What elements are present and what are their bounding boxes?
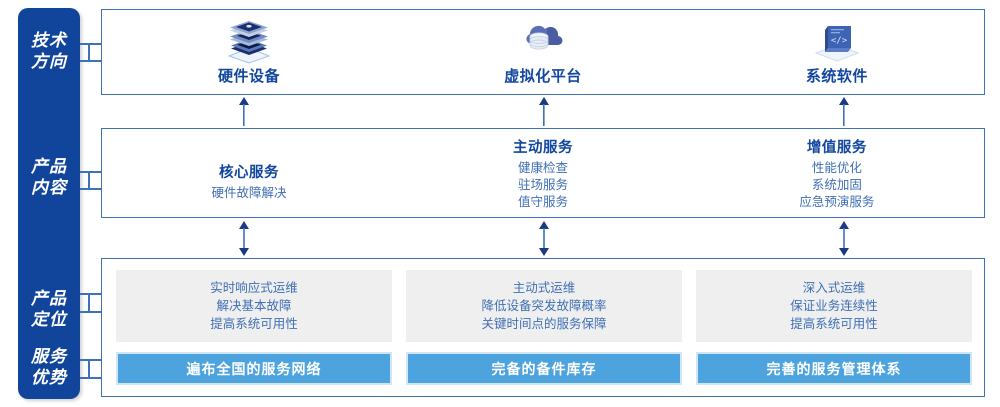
sidebar-label-line2: 方向 (31, 52, 67, 71)
sidebar-label-line2: 优势 (31, 368, 67, 387)
connector-vertical-content (88, 171, 90, 189)
sidebar-label-product-content: 产品 内容 (18, 156, 80, 198)
server-stack-icon (223, 18, 275, 64)
positioning-card-line: 提高系统可用性 (210, 317, 298, 331)
content-item-core-service[interactable]: 核心服务 硬件故障解决 (102, 129, 396, 225)
positioning-advantage-panel: 实时响应式运维 解决基本故障 提高系统可用性 主动式运维 降低设备突发故障概率 … (101, 258, 985, 397)
cloud-database-icon (517, 18, 569, 64)
sidebar-label-tech-direction: 技术 方向 (18, 30, 80, 72)
product-content-panel: 核心服务 硬件故障解决 主动服务 健康检查 驻场服务 值守服务 增值服务 性能优… (101, 128, 985, 218)
positioning-card-line: 实时响应式运维 (210, 281, 298, 295)
positioning-card-line: 提高系统可用性 (790, 317, 878, 331)
tech-item-label: 系统软件 (805, 68, 868, 85)
sidebar-label-line1: 技术 (31, 31, 67, 50)
advantage-bar-service-network[interactable]: 遍布全国的服务网络 (116, 352, 392, 385)
advantage-bar-spare-parts[interactable]: 完备的备件库存 (406, 352, 682, 385)
arrow-bidirectional-proactive (537, 221, 551, 261)
positioning-card-line: 保证业务连续性 (790, 299, 878, 313)
sidebar-label-line1: 产品 (31, 157, 67, 176)
tech-item-virtualization[interactable]: 虚拟化平台 (396, 10, 690, 94)
positioning-card-realtime[interactable]: 实时响应式运维 解决基本故障 提高系统可用性 (116, 270, 392, 342)
connector-line-content-top (80, 171, 102, 173)
connector-line-tech-bottom (80, 60, 102, 62)
sidebar-label-product-positioning: 产品 定位 (18, 288, 80, 330)
tech-item-label: 虚拟化平台 (504, 68, 582, 85)
content-item-detail: 性能优化 (811, 160, 862, 175)
sidebar-label-line2: 定位 (31, 310, 67, 329)
positioning-card-proactive[interactable]: 主动式运维 降低设备突发故障概率 关键时间点的服务保障 (406, 270, 682, 342)
positioning-card-indepth[interactable]: 深入式运维 保证业务连续性 提高系统可用性 (696, 270, 972, 342)
arrow-up-system-software (837, 97, 851, 131)
connector-line-advantage-bottom (80, 377, 102, 379)
connector-line-advantage-top (80, 359, 102, 361)
arrow-bidirectional-core (237, 221, 251, 261)
category-sidebar: 技术 方向 产品 内容 产品 定位 服务 优势 (18, 8, 80, 399)
tech-direction-panel: 硬件设备 虚拟化平台 (101, 9, 985, 95)
advantage-bar-label: 完备的备件库存 (491, 360, 597, 377)
content-item-value-added-service[interactable]: 增值服务 性能优化 系统加固 应急预演服务 (690, 129, 984, 217)
advantage-bar-label: 完善的服务管理体系 (766, 360, 902, 377)
tech-item-hardware[interactable]: 硬件设备 (102, 10, 396, 94)
arrow-up-virtualization (537, 97, 551, 131)
positioning-card-line: 关键时间点的服务保障 (481, 317, 607, 331)
tech-item-system-software[interactable]: </> 系统软件 (690, 10, 984, 94)
positioning-card-line: 主动式运维 (512, 281, 576, 295)
content-item-detail: 健康检查 (517, 160, 568, 175)
connector-line-content-bottom (80, 188, 102, 190)
arrow-bidirectional-value-added (837, 221, 851, 261)
content-item-detail: 驻场服务 (517, 177, 568, 192)
advantage-bar-label: 遍布全国的服务网络 (186, 360, 322, 377)
content-item-detail: 应急预演服务 (799, 194, 875, 209)
positioning-card-line: 解决基本故障 (216, 299, 292, 313)
connector-vertical-tech (88, 43, 90, 61)
content-item-title: 增值服务 (806, 139, 867, 156)
svg-text:</>: </> (831, 36, 848, 46)
positioning-card-line: 深入式运维 (802, 281, 866, 295)
content-item-detail: 值守服务 (517, 194, 568, 209)
system-software-icon: </> (811, 18, 863, 64)
tech-item-label: 硬件设备 (217, 68, 280, 85)
connector-vertical-positioning (88, 293, 90, 312)
sidebar-label-line1: 产品 (31, 289, 67, 308)
content-item-proactive-service[interactable]: 主动服务 健康检查 驻场服务 值守服务 (396, 129, 690, 217)
connector-vertical-advantage (88, 359, 90, 378)
content-item-detail: 系统加固 (811, 177, 862, 192)
connector-line-tech-top (80, 43, 102, 45)
connector-line-positioning-top (80, 293, 102, 295)
content-item-detail: 硬件故障解决 (211, 185, 287, 200)
positioning-card-line: 降低设备突发故障概率 (481, 299, 607, 313)
sidebar-label-service-advantage: 服务 优势 (18, 346, 80, 388)
connector-line-positioning-bottom (80, 311, 102, 313)
sidebar-label-line1: 服务 (31, 347, 67, 366)
content-item-title: 核心服务 (218, 164, 279, 181)
content-item-title: 主动服务 (512, 139, 573, 156)
sidebar-label-line2: 内容 (31, 178, 67, 197)
advantage-bar-management-system[interactable]: 完善的服务管理体系 (696, 352, 972, 385)
arrow-up-hardware (237, 97, 251, 131)
